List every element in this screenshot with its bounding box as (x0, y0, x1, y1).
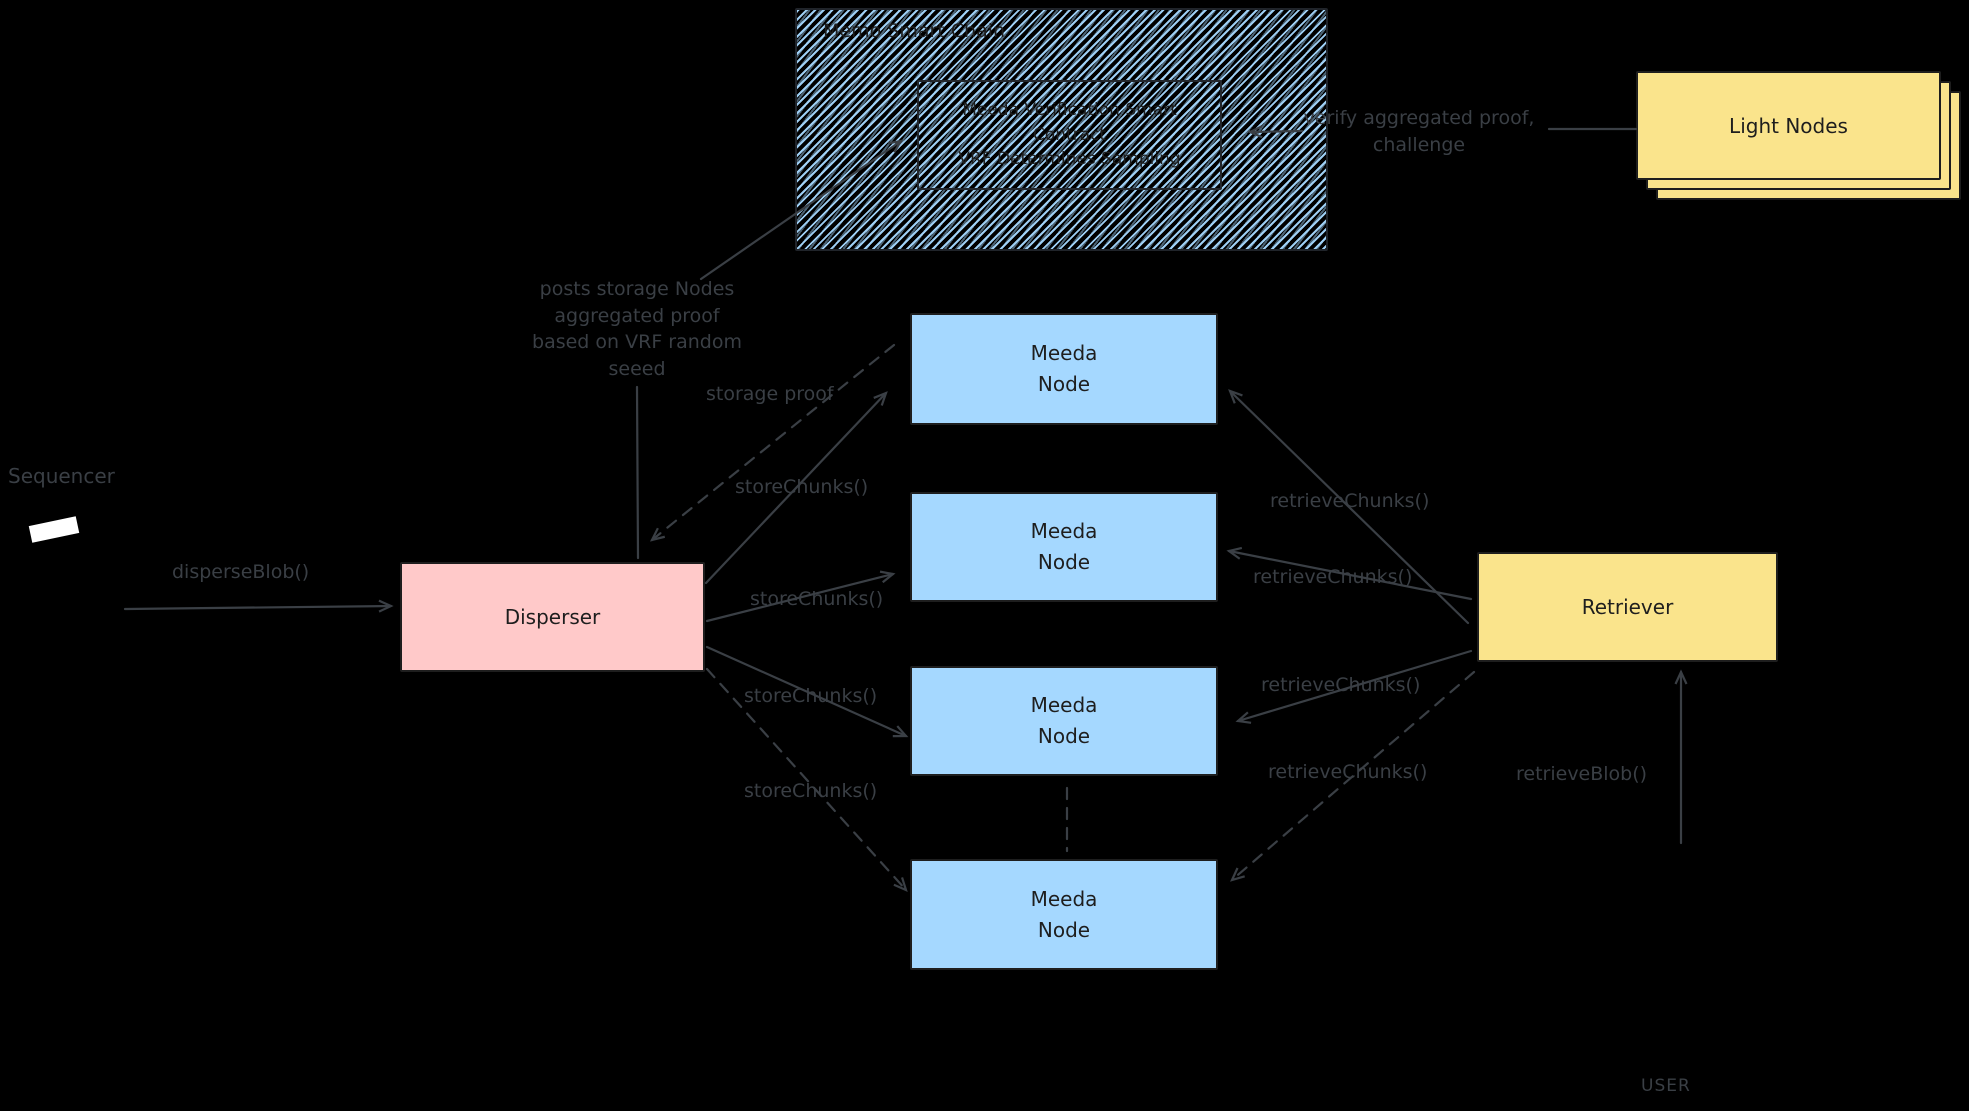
label-retrieve-blob: retrieveBlob() (1516, 763, 1648, 785)
posts-proof-line: posts storage Nodes (539, 278, 735, 300)
label-retrieve-chunks-1: retrieveChunks() (1270, 490, 1430, 512)
disperser-box: Disperser (400, 562, 705, 672)
meeda-node-4: Meeda Node (910, 859, 1218, 970)
meeda-node-label: Node (1037, 550, 1091, 574)
user-label: USER (1641, 1076, 1691, 1096)
posts-proof-line: seeed (608, 357, 666, 380)
meeda-node-label: Node (1037, 372, 1091, 396)
verify-proof-line: challenge (1372, 133, 1466, 156)
meeda-node-label: Node (1037, 724, 1091, 748)
retriever-box: Retriever (1477, 552, 1778, 662)
label-retrieve-chunks-2: retrieveChunks() (1253, 566, 1413, 588)
meeda-node-label: Meeda (1030, 341, 1098, 365)
verification-contract-box: Meeda Verification Smart Contract VRF De… (917, 80, 1222, 190)
sequencer-label: Sequencer (8, 464, 115, 488)
label-store-chunks-2: storeChunks() (750, 588, 884, 610)
label-storage-proof: storage proof (706, 383, 834, 405)
memo-smart-chain-box: Memo Smart Chain Meeda Verification Smar… (795, 8, 1328, 251)
contract-line: VRF Determines Sampling (958, 149, 1181, 170)
contract-line: Meeda Verification Smart (962, 100, 1177, 121)
meeda-node-1: Meeda Node (910, 313, 1218, 425)
verify-proof-line: verify aggregated proof, (1303, 107, 1535, 129)
posts-proof-line: aggregated proof (554, 304, 720, 327)
label-retrieve-chunks-4: retrieveChunks() (1268, 761, 1428, 783)
label-store-chunks-1: storeChunks() (735, 476, 869, 498)
meeda-node-label: Meeda (1030, 693, 1098, 717)
disperser-label: Disperser (504, 605, 601, 629)
label-retrieve-chunks-3: retrieveChunks() (1261, 674, 1421, 696)
light-nodes-label: Light Nodes (1729, 113, 1848, 138)
chain-title: Memo Smart Chain (823, 20, 1006, 42)
label-store-chunks-3: storeChunks() (744, 685, 878, 707)
contract-line: Contract (1032, 124, 1107, 145)
label-store-chunks-4: storeChunks() (744, 780, 878, 802)
meeda-node-label: Meeda (1030, 519, 1098, 543)
meeda-node-2: Meeda Node (910, 492, 1218, 602)
retriever-label: Retriever (1581, 595, 1674, 619)
meeda-node-label: Node (1037, 917, 1091, 942)
label-posts-proof: posts storage Nodes aggregated proof bas… (523, 276, 751, 382)
meeda-node-3: Meeda Node (910, 666, 1218, 776)
label-verify-proof: verify aggregated proof, challenge (1290, 105, 1548, 158)
label-disperse-blob: disperseBlob() (172, 561, 310, 583)
light-nodes-card: Light Nodes (1636, 71, 1941, 180)
meeda-node-label: Meeda (1030, 886, 1098, 911)
posts-proof-line: based on VRF random (532, 331, 742, 354)
